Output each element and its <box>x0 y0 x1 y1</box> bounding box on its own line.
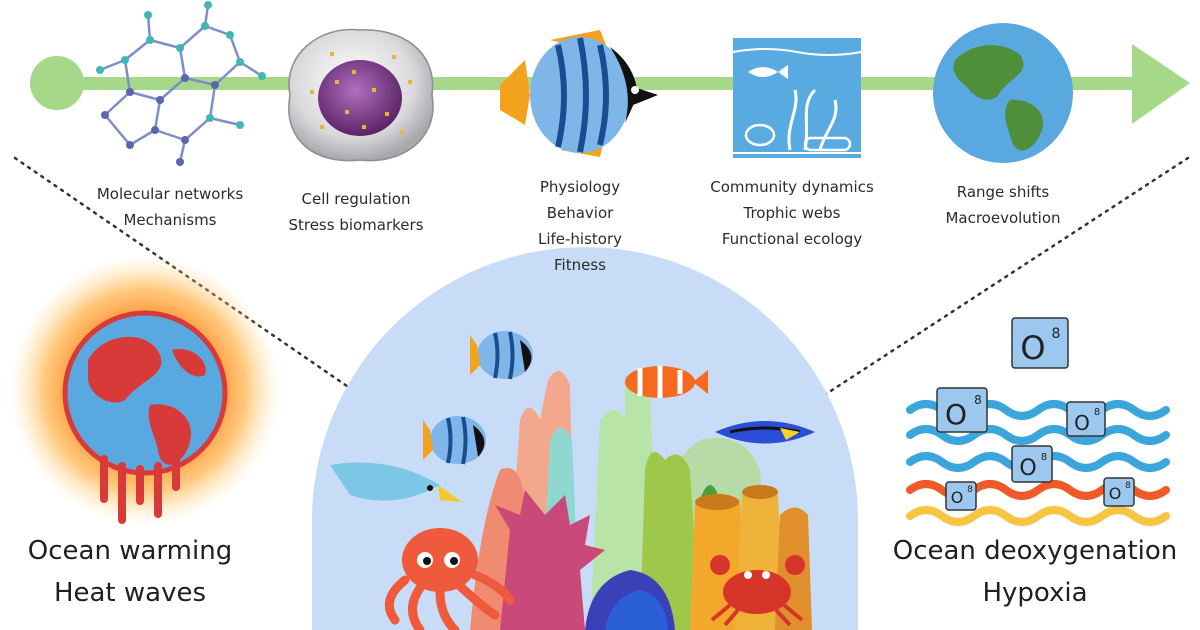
label-line: Functional ecology <box>721 230 863 248</box>
level-label-organism: Physiology Behavior Life-history Fitness <box>500 174 660 278</box>
oxygen-element-large: O 8 <box>1011 317 1069 369</box>
dotted-connector-right <box>818 156 1190 400</box>
warming-globe-icon <box>10 255 280 525</box>
label-line: Molecular networks <box>96 185 244 203</box>
fish-icon <box>500 30 658 157</box>
label-line: Macroevolution <box>945 209 1061 227</box>
blue-tang-icon <box>715 421 815 444</box>
label-line: Stress biomarkers <box>288 216 424 234</box>
caption-line: Heat waves <box>53 578 207 608</box>
oxygen-element: O 8 <box>936 387 988 433</box>
label-line: Behavior <box>546 204 614 222</box>
label-line: Range shifts <box>956 183 1050 201</box>
svg-text:8: 8 <box>967 485 973 495</box>
svg-text:8: 8 <box>1094 407 1100 418</box>
svg-text:8: 8 <box>974 393 982 407</box>
ecosystem-icon <box>732 38 862 158</box>
wrasse-fish-icon <box>330 462 462 502</box>
caption-line: Hypoxia <box>982 578 1088 608</box>
earth-globe-icon <box>933 23 1073 163</box>
svg-text:O: O <box>1020 329 1045 367</box>
label-line: Fitness <box>554 256 606 274</box>
warming-caption: Ocean warming Heat waves <box>10 530 250 614</box>
level-label-molecular: Molecular networks Mechanisms <box>70 181 270 233</box>
deoxygenation-caption: Ocean deoxygenation Hypoxia <box>885 530 1185 614</box>
svg-text:8: 8 <box>1041 452 1047 463</box>
crab-icon <box>710 555 805 627</box>
molecular-network-icon <box>96 1 266 166</box>
caption-line: Ocean deoxygenation <box>892 536 1178 566</box>
svg-text:O: O <box>945 398 967 431</box>
oxygen-element: O 8 <box>1103 477 1135 507</box>
clownfish-icon <box>625 366 708 398</box>
label-line: Community dynamics <box>710 178 874 196</box>
level-label-cellular: Cell regulation Stress biomarkers <box>266 186 446 238</box>
caption-line: Ocean warming <box>27 536 233 566</box>
label-line: Trophic webs <box>743 204 841 222</box>
svg-text:8: 8 <box>1052 326 1061 342</box>
label-line: Life-history <box>537 230 623 248</box>
oxygen-element: O 8 <box>1011 445 1053 483</box>
cell-icon <box>288 28 434 162</box>
octopus-icon <box>384 528 515 630</box>
svg-text:O: O <box>1074 411 1090 435</box>
label-line: Physiology <box>539 178 621 196</box>
level-label-biogeographic: Range shifts Macroevolution <box>918 179 1088 231</box>
label-line: Cell regulation <box>301 190 411 208</box>
level-label-community: Community dynamics Trophic webs Function… <box>692 174 892 252</box>
label-line: Mechanisms <box>123 211 217 229</box>
coral-reef-dome <box>312 247 858 630</box>
svg-text:O: O <box>1109 484 1122 503</box>
butterflyfish-icon-2 <box>423 416 486 465</box>
svg-text:8: 8 <box>1125 481 1131 491</box>
svg-text:O: O <box>951 488 964 507</box>
svg-text:O: O <box>1019 456 1036 481</box>
oxygen-element: O 8 <box>1066 401 1106 437</box>
oxygen-element: O 8 <box>945 481 977 511</box>
butterflyfish-icon <box>470 331 533 380</box>
